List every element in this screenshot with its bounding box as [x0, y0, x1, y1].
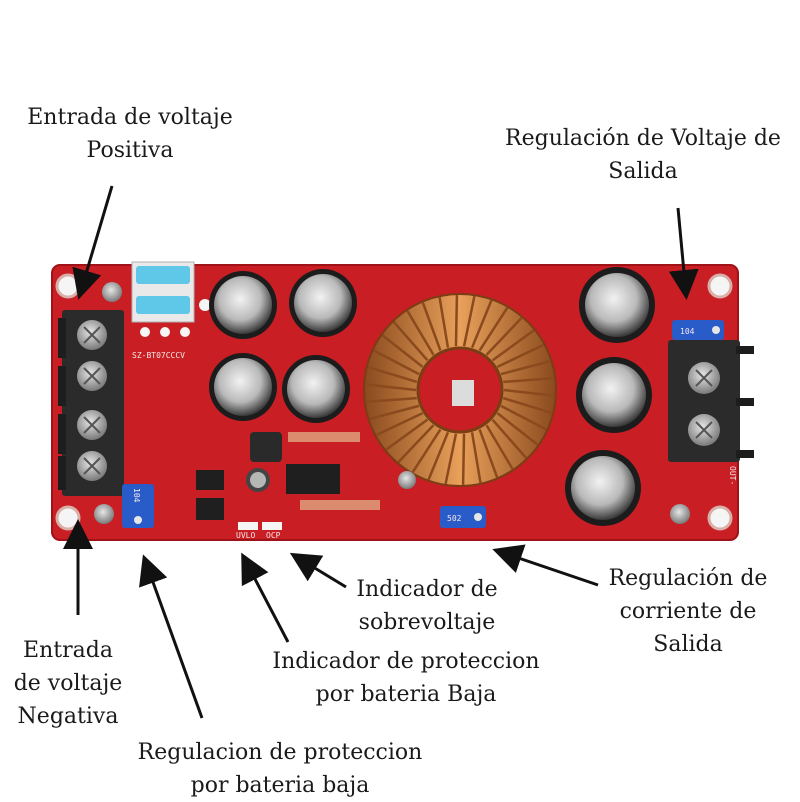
coil-turn — [496, 343, 545, 368]
capacitors-left — [209, 269, 357, 423]
svg-text:UVLO: UVLO — [236, 531, 255, 540]
coil-turn — [478, 428, 499, 478]
svg-text:104: 104 — [132, 488, 141, 503]
coil-turn — [491, 329, 535, 362]
coil-turn — [500, 404, 547, 431]
coil-turn — [502, 396, 553, 415]
capacitors-right — [565, 267, 655, 526]
coil-turn — [470, 299, 493, 349]
coil-turn — [392, 321, 429, 362]
coil-turn — [470, 432, 482, 483]
coil-turn — [491, 418, 528, 459]
coil-turn — [385, 418, 429, 451]
label-output-voltage-adj: Regulación de Voltaje de Salida — [505, 126, 781, 184]
coil-turn — [461, 433, 466, 485]
potentiometer-output-voltage: 104 — [672, 320, 724, 340]
coil-turn — [411, 428, 442, 474]
coil-turn — [365, 396, 417, 404]
coil-turn — [421, 302, 442, 352]
coil-turn — [503, 388, 555, 397]
potentiometer-low-battery: 104 — [122, 484, 154, 528]
fuse-holders — [131, 261, 211, 337]
input-terminal-block — [58, 310, 124, 496]
coil-turn — [503, 376, 555, 384]
toroidal-inductor — [363, 293, 557, 487]
svg-text:104: 104 — [680, 327, 695, 336]
label-output-current-adj: Regulación de corriente de Salida — [608, 566, 768, 657]
coil-turn — [438, 297, 450, 348]
coil-turn — [496, 412, 539, 446]
coil-turn — [454, 295, 459, 347]
output-terminal-block — [668, 340, 754, 462]
label-overvoltage-led: Indicador de sobrevoltaje — [356, 577, 498, 635]
coil-turn — [485, 316, 523, 356]
coil-turn — [381, 334, 424, 368]
coil-turn — [375, 412, 424, 437]
label-low-battery-adj: Regulacion de proteccion por bateria baj… — [137, 740, 423, 798]
board-model-text: SZ-BT07CCCV — [132, 351, 185, 360]
coil-turn — [406, 310, 435, 356]
coil-turn — [485, 424, 514, 470]
coil-turn — [478, 306, 509, 352]
coil-turn — [369, 404, 420, 421]
control-circuit — [196, 432, 380, 520]
led-indicators: UVLO OCP — [236, 522, 282, 540]
coil-turn — [500, 359, 551, 376]
coil-turn — [397, 424, 435, 464]
svg-text:502: 502 — [447, 514, 462, 523]
coil-turn — [444, 433, 458, 485]
coil-turn — [367, 365, 418, 384]
coil-turn — [427, 431, 450, 481]
coil-turn — [462, 295, 476, 347]
label-input-positive: Entrada de voltaje Positiva — [27, 105, 233, 163]
svg-text:OCP: OCP — [266, 531, 281, 540]
coil-turn — [373, 349, 420, 376]
svg-text:OUT-: OUT- — [728, 466, 737, 485]
label-input-negative: Entrada de voltaje Negativa — [13, 638, 123, 729]
coil-turn — [365, 383, 417, 392]
label-low-battery-led: Indicador de proteccion por bateria Baja — [272, 649, 540, 707]
potentiometer-output-current: 502 — [440, 506, 486, 528]
